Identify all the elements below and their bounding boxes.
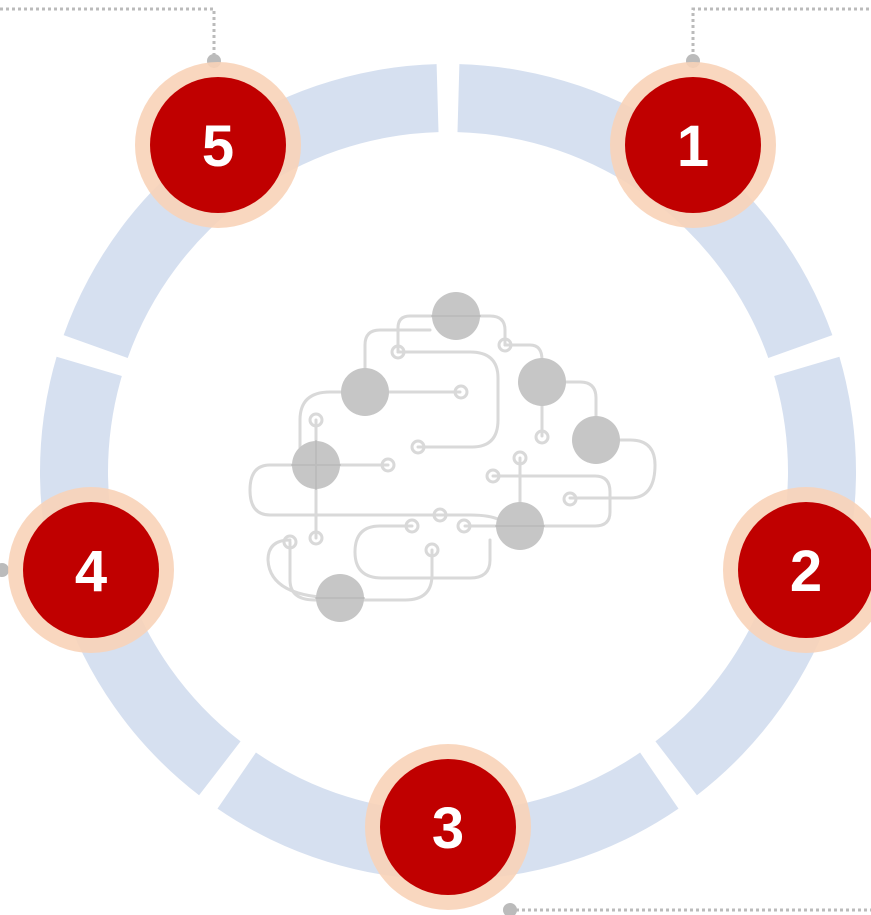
step-number: 4 (75, 539, 107, 604)
ring-segment-1 (457, 64, 833, 358)
connector-lines (0, 7, 871, 912)
step-node-1[interactable]: 1 (610, 62, 776, 228)
ring-segment-2 (655, 356, 856, 796)
step-node-circle (23, 502, 159, 638)
step-number: 2 (790, 539, 822, 604)
step-node-2[interactable]: 2 (723, 487, 871, 653)
step-node-3[interactable]: 3 (365, 744, 531, 910)
connector-dot-3 (503, 903, 517, 915)
step-node-circle (150, 77, 286, 213)
step-number: 3 (432, 796, 464, 861)
brain-circuit-icon (248, 292, 657, 622)
step-number: 1 (677, 114, 709, 179)
step-node-circle (380, 759, 516, 895)
step-node-circle (738, 502, 871, 638)
step-node-5[interactable]: 5 (135, 62, 301, 228)
ring-segment-5 (63, 64, 439, 358)
connector-dot-4 (0, 563, 9, 577)
ring-segment-4 (39, 356, 241, 796)
connector-line-5 (0, 7, 216, 58)
connector-line-1 (691, 7, 871, 58)
circuit-nodes (292, 292, 620, 622)
step-node-4[interactable]: 4 (8, 487, 174, 653)
step-node-circle (625, 77, 761, 213)
circuit-terminals (282, 337, 578, 558)
step-nodes: 1 2 3 4 5 (8, 62, 871, 910)
step-number: 5 (202, 114, 234, 179)
